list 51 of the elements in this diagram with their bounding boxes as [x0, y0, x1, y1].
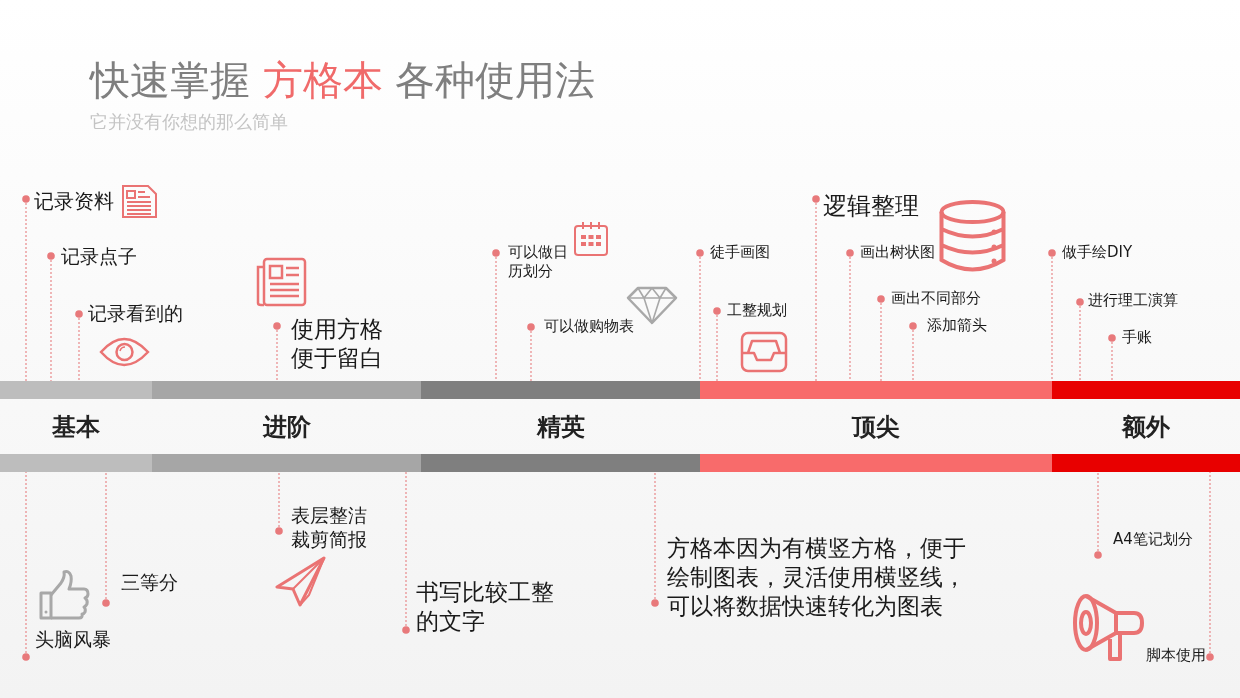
- leader-line: [1094, 471, 1102, 559]
- leader-line: [75, 310, 83, 382]
- leader-line: [527, 323, 535, 382]
- callout-text: 记录看到的: [79, 302, 183, 326]
- leader-line: [846, 249, 854, 382]
- subtitle: 它并没有你想的那么简单: [90, 110, 288, 134]
- callout-text: 脚本使用: [1146, 646, 1210, 665]
- callout-text: 画出不同部分: [881, 289, 981, 308]
- callout-text: 方格本因为有横竖方格，便于绘制图表，灵活使用横竖线，可以将数据快速转化为图表: [655, 534, 980, 621]
- callout-text: 逻辑整理: [816, 191, 919, 221]
- callout-text: 可以做购物表: [531, 317, 634, 336]
- leader-line: [877, 295, 885, 382]
- stage-label: 进阶: [261, 413, 312, 441]
- stage-label: 基本: [51, 413, 101, 441]
- stage-band: [0, 381, 152, 472]
- callout-text: 使用方格便于留白: [277, 315, 389, 373]
- callout-text: 徒手画图: [700, 243, 770, 262]
- callout-text: 可以做日历划分: [496, 243, 572, 281]
- callout-text: 手账: [1112, 328, 1152, 347]
- leader-line: [275, 471, 283, 535]
- leader-line: [713, 307, 721, 382]
- callout-text: 表层整洁裁剪简报: [279, 504, 379, 552]
- leader-line: [492, 249, 500, 382]
- callout-text: 书写比较工整的文字: [406, 578, 566, 636]
- leader-line: [651, 471, 659, 607]
- callout-text: 记录点子: [51, 245, 137, 269]
- stage-band: [1052, 381, 1240, 472]
- callout-text: 进行理工演算: [1080, 291, 1178, 310]
- callout-text: 工整规划: [717, 301, 787, 320]
- leader-line: [102, 471, 110, 607]
- callout-text: 添加箭头: [913, 316, 987, 335]
- leader-line: [812, 195, 820, 382]
- stage-label: 顶尖: [850, 413, 901, 441]
- leader-line: [696, 249, 704, 382]
- leader-line: [1108, 334, 1116, 382]
- leader-line: [273, 322, 281, 382]
- callout-text: 三等分: [106, 571, 178, 608]
- callout-text: A4笔记划分: [1098, 530, 1193, 560]
- stage-label: 精英: [535, 413, 586, 441]
- leader-line: [1048, 249, 1056, 382]
- leader-line: [47, 252, 55, 382]
- leader-line: [909, 322, 917, 382]
- leader-line: [22, 195, 30, 382]
- callout-text: 做手绘DIY: [1052, 243, 1133, 262]
- callout-text: 头脑风暴: [26, 628, 111, 662]
- stage-label: 额外: [1120, 413, 1171, 441]
- callout-text: 画出树状图: [850, 243, 935, 262]
- callout-text: 记录资料: [26, 189, 114, 214]
- leader-line: [1076, 298, 1084, 382]
- leader-line: [402, 471, 410, 634]
- title: 快速掌握 方格本 各种使用法: [90, 56, 596, 104]
